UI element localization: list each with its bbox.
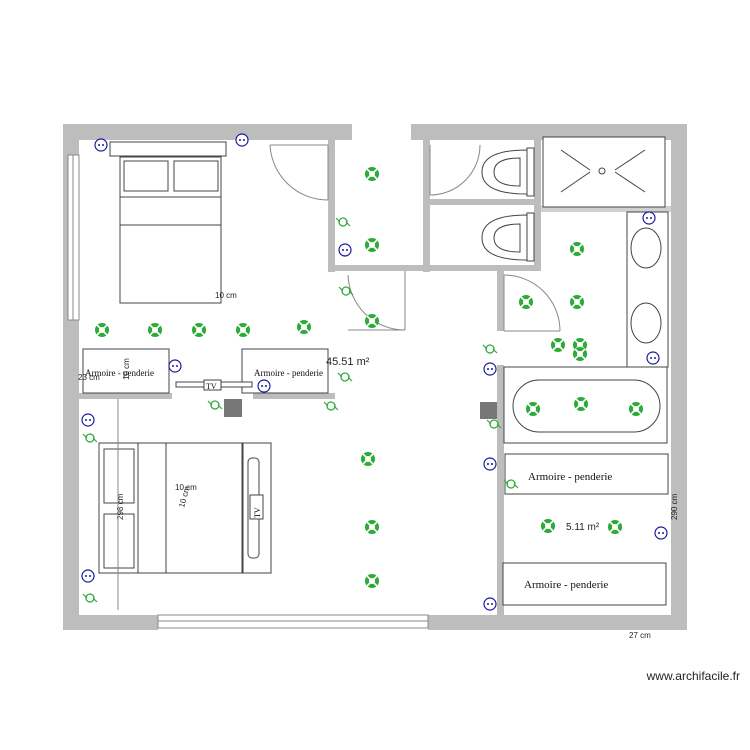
dimension-label: 10 cm — [122, 358, 131, 380]
light-switches — [82, 217, 519, 603]
socket-icon — [94, 138, 108, 152]
switch-icon — [482, 344, 498, 354]
wardrobe-label: Armoire - penderie — [254, 368, 323, 378]
socket-icon — [483, 362, 497, 376]
ceiling-light-icon — [297, 320, 311, 334]
bed-upper — [109, 141, 227, 304]
bed-lower — [98, 442, 272, 574]
tv-upper — [175, 379, 253, 391]
switch-icon — [82, 593, 98, 603]
wardrobe-dressing-top — [504, 453, 669, 495]
dimension-label: 23 cm — [78, 373, 100, 382]
switch-icon — [503, 479, 519, 489]
switch-icon — [338, 286, 354, 296]
ceiling-light-icon — [526, 402, 540, 416]
ceiling-light-icon — [148, 323, 162, 337]
socket-icon — [483, 457, 497, 471]
ceiling-light-icon — [192, 323, 206, 337]
double-vanity — [626, 211, 669, 368]
switch-icon — [82, 433, 98, 443]
ceiling-light-icon — [365, 167, 379, 181]
socket-icon — [483, 597, 497, 611]
socket-icon — [654, 526, 668, 540]
ceiling-light-icon — [95, 323, 109, 337]
socket-icon — [338, 243, 352, 257]
bottom-window — [157, 614, 429, 629]
ceiling-light-icon — [365, 574, 379, 588]
ceiling-light-icon — [365, 314, 379, 328]
wardrobe-label: Armoire - penderie — [528, 471, 612, 483]
switch-icon — [486, 419, 502, 429]
ceiling-light-icon — [570, 242, 584, 256]
wardrobe-label: Armoire - penderie — [524, 579, 608, 591]
switch-icon — [323, 401, 339, 411]
doors — [269, 144, 561, 332]
ceiling-light-icon — [519, 295, 533, 309]
dimension-label: 10 cm — [215, 291, 237, 300]
wardrobe-label: Armoire - penderie — [85, 368, 154, 378]
socket-icon — [81, 569, 95, 583]
socket-icon — [168, 359, 182, 373]
tv-label: TV — [253, 507, 262, 518]
toilet-upper — [481, 147, 535, 197]
ceiling-light-icon — [361, 452, 375, 466]
wardrobe-dressing-bottom — [502, 562, 667, 606]
ceiling-light-icon — [365, 238, 379, 252]
socket-icon — [257, 379, 271, 393]
tv-label: TV — [206, 382, 217, 391]
ceiling-light-icon — [570, 295, 584, 309]
interior-walls — [79, 140, 671, 615]
electrical-sockets — [81, 133, 668, 611]
socket-icon — [646, 351, 660, 365]
toilet-lower — [481, 212, 535, 262]
socket-icon — [81, 413, 95, 427]
dimension-label: 298 cm — [116, 493, 125, 520]
ceiling-light-icon — [574, 397, 588, 411]
ceiling-light-icon — [629, 402, 643, 416]
socket-icon — [235, 133, 249, 147]
dimension-label: 10 cm — [175, 483, 197, 492]
switch-icon — [207, 400, 223, 410]
dimension-label: 290 cm — [670, 493, 679, 520]
watermark: www.archifacile.fr — [646, 669, 740, 683]
shower-tray — [542, 136, 666, 208]
dimension-label: 27 cm — [629, 631, 651, 640]
ceiling-light-icon — [236, 323, 250, 337]
column-block — [480, 402, 497, 419]
area-label-small: 5.11 m² — [566, 522, 600, 533]
switch-icon — [337, 372, 353, 382]
socket-icon — [642, 211, 656, 225]
ceiling-light-icon — [573, 347, 587, 361]
area-label-main: 45.51 m² — [326, 356, 370, 368]
switch-icon — [335, 217, 351, 227]
left-window — [67, 154, 80, 321]
ceiling-light-icon — [365, 520, 379, 534]
column-block — [224, 399, 242, 417]
ceiling-lights — [95, 167, 643, 588]
ceiling-light-icon — [541, 519, 555, 533]
ceiling-light-icon — [608, 520, 622, 534]
wardrobe-bedroom-right — [241, 348, 329, 394]
ceiling-light-icon — [551, 338, 565, 352]
wardrobe-bedroom-left — [82, 348, 170, 394]
